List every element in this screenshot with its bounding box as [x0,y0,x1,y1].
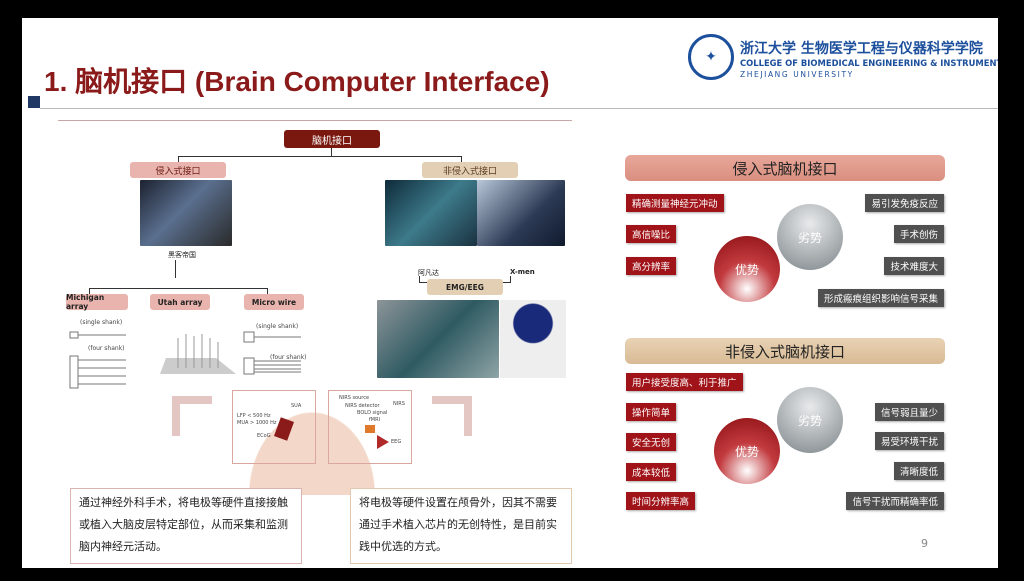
xmen-image [477,180,565,246]
invasive-con-2: 手术创伤 [893,225,944,243]
diagram-top-line [58,120,572,121]
noninvasive-pro-4: 成本较低 [626,463,677,481]
noninvasive-pro-2: 操作简单 [626,403,677,421]
university-name: ZHEJIANG UNIVERSITY [740,70,854,79]
noninvasive-node: 非侵入式接口 [422,162,518,178]
invasive-pros-circle: 优势 [714,236,780,302]
invasive-con-4: 形成瘢痕组织影响信号采集 [817,289,944,307]
utah-array-node: Utah array [150,294,210,310]
michigan-four-label: (four shank) [88,345,125,352]
invasive-pro-3: 高分辨率 [626,257,677,275]
nirs-label: NIRS [393,401,405,407]
noninvasive-description: 将电极等硬件设置在颅骨外，因其不需要通过手术植入芯片的无创特性，是目前实践中优选… [350,488,572,564]
avatar-caption: 阿凡达 [418,269,439,277]
invasive-signal-box: SUA LFP < 500 Hz MUA > 1000 Hz ECoG [232,390,316,464]
invasive-cons-circle: 劣势 [777,204,843,270]
noninvasive-panel-title: 非侵入式脑机接口 [625,338,945,364]
invasive-con-3: 技术难度大 [884,257,944,275]
invasive-pro-2: 高信噪比 [626,225,677,243]
noninvasive-pros-circle: 优势 [714,418,780,484]
invasive-node: 侵入式接口 [130,162,226,178]
invasive-pro-1: 精确测量神经元冲动 [626,194,724,212]
title-divider [40,108,998,109]
noninvasive-pro-5: 时间分辨率高 [626,492,696,510]
fmri-label: fMRI [369,417,381,423]
school-name-cn: 浙江大学 生物医学工程与仪器科学学院 [740,41,983,57]
invasive-con-1: 易引发免疫反应 [865,194,944,212]
xmen-caption: X-men [510,268,535,276]
eeg-amplifier-icon [377,435,389,449]
sua-label: SUA [291,403,302,409]
michigan-array-node: Michigan array [66,293,128,311]
noninvasive-cons-circle: 劣势 [777,387,843,453]
up-arrow-left [172,396,212,436]
noninvasive-pro-1: 用户接受度高、利于推广 [626,373,743,391]
matrix-image [140,180,232,246]
bold-label: BOLD signal [357,410,388,416]
title-marker [28,96,40,108]
electrode-grid [274,417,294,441]
microwire-single-label: (single shank) [256,323,299,330]
nirs-detector-label: NIRS detector [345,403,380,409]
microwire-four-label: (four shank) [270,354,307,361]
fmri-marker [365,425,375,433]
eeg-cap-image [500,300,566,378]
up-arrow-right [432,396,472,436]
invasive-caption: 黑客帝国 [168,251,196,259]
avatar-movie-image [385,180,477,246]
noninvasive-con-4: 信号干扰而精确率低 [846,492,944,510]
electrode-illustrations [69,331,301,389]
ecog-label: ECoG [257,433,271,439]
micro-wire-node: Micro wire [244,294,304,310]
slide: 1. 脑机接口 (Brain Computer Interface) ✦ 浙江大… [22,18,998,568]
noninvasive-signal-box: NIRS source NIRS NIRS detector BOLD sign… [328,390,412,464]
university-emblem: ✦ [688,34,734,80]
school-name-en: COLLEGE OF BIOMEDICAL ENGINEERING & INST… [740,58,998,68]
invasive-description: 通过神经外科手术，将电极等硬件直接接触或植入大脑皮层特定部位，从而采集和监测脑内… [70,488,302,564]
page-number: 9 [921,537,928,550]
head-illustration [232,390,392,495]
noninvasive-con-2: 易受环境干扰 [874,432,944,450]
mua-label: MUA > 1000 Hz [237,420,277,426]
noninvasive-con-1: 信号弱且量少 [874,403,944,421]
eeg-label: EEG [391,439,402,445]
noninvasive-con-3: 清晰度低 [893,462,944,480]
noninvasive-pro-3: 安全无创 [626,433,677,451]
emg-device-image [377,300,499,378]
page-title: 1. 脑机接口 (Brain Computer Interface) [44,66,550,97]
emg-eeg-node: EMG/EEG [427,279,503,295]
lfp-label: LFP < 500 Hz [237,413,271,419]
michigan-single-label: (single shank) [80,319,123,326]
invasive-panel-title: 侵入式脑机接口 [625,155,945,181]
root-node: 脑机接口 [284,130,380,148]
nirs-source-label: NIRS source [339,395,370,401]
